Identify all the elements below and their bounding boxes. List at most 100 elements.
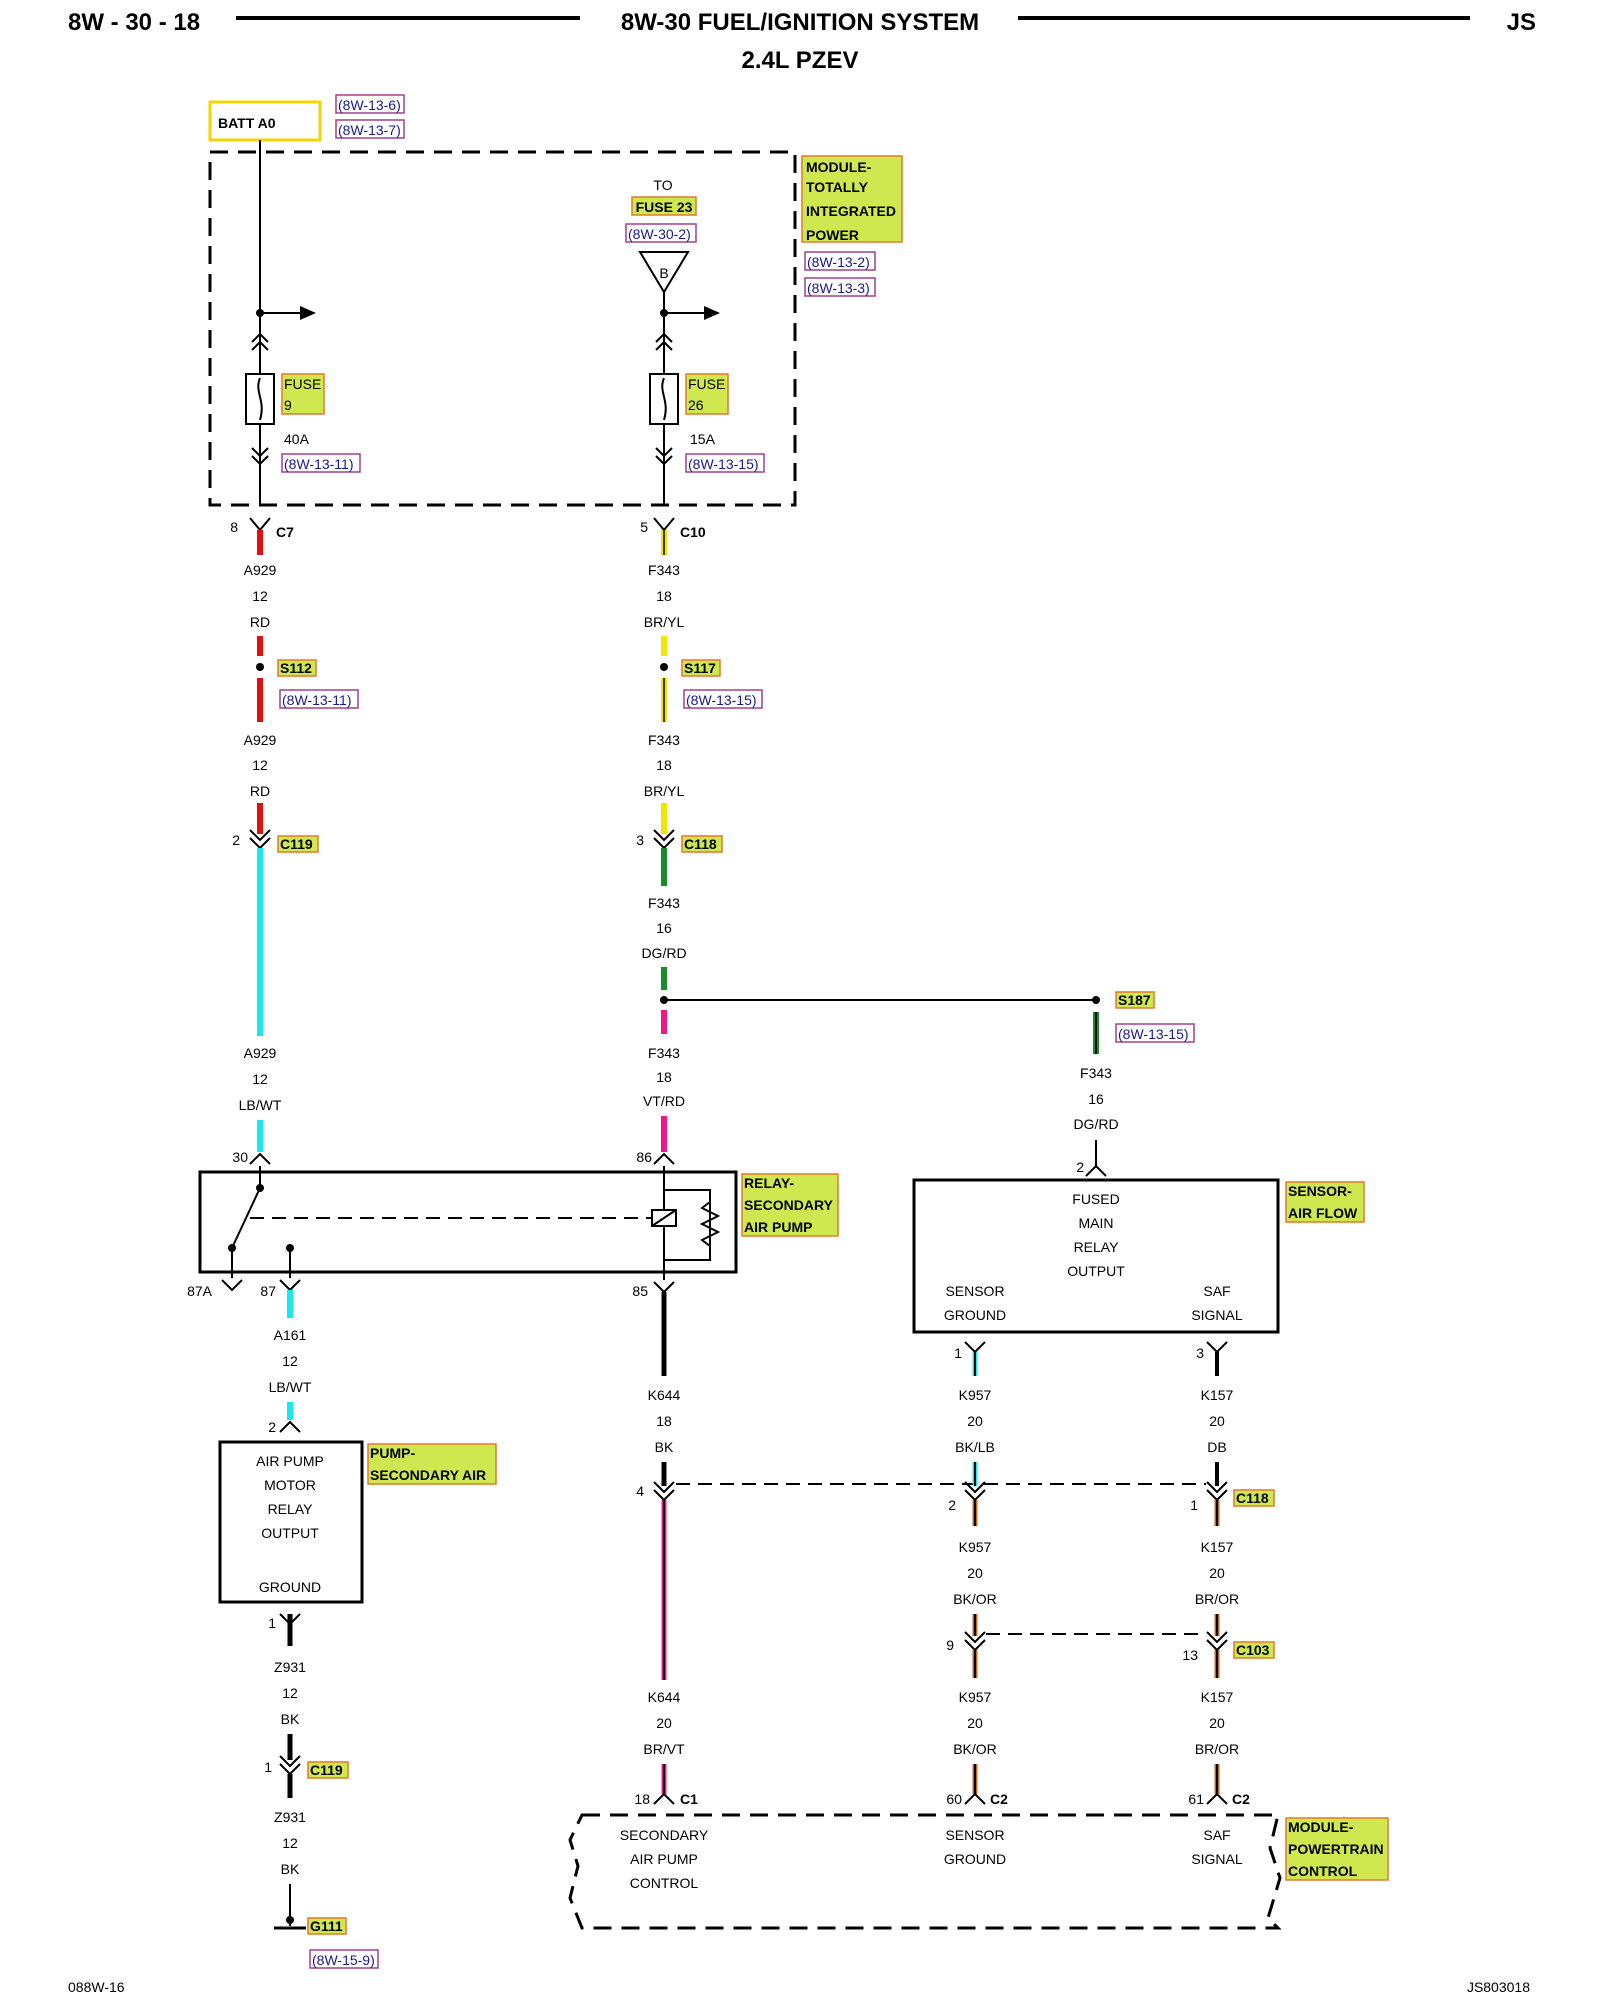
wire-gauge: 12 [282, 1353, 298, 1369]
tipm-fuse-26-circuit: FUSE 26 15A (8W-13-15) [649, 292, 765, 505]
maf-center-line: RELAY [1074, 1239, 1120, 1255]
s112-ref[interactable]: (8W-13-11) [282, 692, 352, 708]
connector-up-icon [249, 1152, 271, 1165]
fuse-26-amp: 15A [690, 431, 716, 447]
pump-box [218, 1440, 364, 1604]
wire-color: BK [655, 1439, 674, 1455]
wire-color: LB/WT [239, 1097, 282, 1113]
g111-ref[interactable]: (8W-15-9) [312, 1952, 375, 1968]
connector-b-label: B [659, 265, 668, 281]
to-ref[interactable]: (8W-30-2) [628, 226, 691, 242]
k957-pcm-pin: 60 [946, 1791, 962, 1807]
footer-right: JS803018 [1467, 1979, 1530, 1995]
wire-color: BK/OR [953, 1591, 997, 1607]
tipm-ref1-box [804, 251, 876, 271]
k157-c118-pin: 1 [1190, 1497, 1198, 1513]
wire-code: F343 [648, 895, 680, 911]
wire-gauge: 20 [1209, 1565, 1225, 1581]
pcm-mid-line: SENSOR [945, 1827, 1004, 1843]
wire-code: K157 [1201, 1689, 1234, 1705]
pump-center-line: AIR PUMP [256, 1453, 324, 1469]
batt-ref1[interactable]: (8W-13-6) [338, 97, 401, 113]
wire-color: VT/RD [643, 1093, 685, 1109]
fuse-9-label-box [281, 373, 325, 415]
wire-color: RD [250, 783, 270, 799]
batt-label-box [208, 100, 322, 142]
wire-color: BK/LB [955, 1439, 995, 1455]
wire-code: Z931 [274, 1809, 306, 1825]
fuse-26-ref[interactable]: (8W-13-15) [688, 456, 759, 472]
maf-center-line: OUTPUT [1067, 1263, 1125, 1279]
z931-c119-pin: 1 [264, 1759, 272, 1775]
chevron-down-icon [1206, 1631, 1228, 1644]
c10-label: C10 [680, 524, 706, 540]
pump-label-line: SECONDARY AIR [370, 1467, 486, 1483]
relay-pin-85: 85 [632, 1283, 648, 1299]
pcm-left-line: AIR PUMP [630, 1851, 698, 1867]
relay-pin-30: 30 [232, 1149, 248, 1165]
wire-color: BR/OR [1195, 1741, 1239, 1757]
batt-ref2[interactable]: (8W-13-7) [338, 122, 401, 138]
c7-pin: 8 [230, 519, 238, 535]
s187-ref[interactable]: (8W-13-15) [1118, 1026, 1189, 1042]
k157-c118-box [1233, 1489, 1275, 1507]
fuse-26-number: 26 [688, 397, 704, 413]
tipm-ref2[interactable]: (8W-13-3) [807, 280, 870, 296]
g111-ref-box [309, 1949, 379, 1969]
wire-gauge: 12 [252, 1071, 268, 1087]
wire-gauge: 20 [1209, 1413, 1225, 1429]
pump-label-box [367, 1443, 497, 1485]
maf-label-line: AIR FLOW [1288, 1205, 1358, 1221]
s117-ref[interactable]: (8W-13-15) [686, 692, 757, 708]
pump-pin-2: 2 [268, 1419, 276, 1435]
tipm-label: MODULE- TOTALLY INTEGRATED POWER (8W-13-… [801, 155, 903, 297]
circuit-a161: A161 12 LB/WT 2 [268, 1290, 312, 1435]
relay-coil-slash [651, 1209, 677, 1227]
chevron-down-icon [653, 1481, 675, 1494]
ground-dot [286, 1916, 294, 1924]
tipm-fuse-9-circuit: FUSE 9 40A (8W-13-11) [245, 140, 361, 505]
k957-pcm-conn: C2 [990, 1791, 1008, 1807]
fuse-9-ref[interactable]: (8W-13-11) [284, 456, 354, 472]
k644-pcm-pin: 18 [634, 1791, 650, 1807]
tipm-label-line: INTEGRATED [806, 203, 896, 219]
s117-label: S117 [684, 660, 716, 676]
g111-label: G111 [310, 1918, 343, 1934]
pcm-label-box [1285, 1817, 1389, 1881]
tipm-ref1[interactable]: (8W-13-2) [807, 254, 870, 270]
maf-center-line: FUSED [1072, 1191, 1119, 1207]
wire-code: A929 [244, 562, 277, 578]
pump-center-line: MOTOR [264, 1477, 316, 1493]
wire-color: RD [250, 614, 270, 630]
batt-label: BATT A0 [218, 115, 276, 131]
connector-87-icon [279, 1279, 301, 1292]
wire-gauge: 20 [656, 1715, 672, 1731]
k157-c103-pin: 13 [1182, 1647, 1198, 1663]
pcm-right-line: SIGNAL [1191, 1851, 1243, 1867]
chevron-up-icon [251, 340, 269, 351]
wire-code: A929 [244, 1045, 277, 1061]
wire-gauge: 16 [1088, 1091, 1104, 1107]
pump-ground-label: GROUND [259, 1579, 321, 1595]
connector-c10-icon [653, 517, 675, 532]
splice-dot [256, 663, 264, 671]
c119-label: C119 [280, 836, 313, 852]
relay-pin-87: 87 [260, 1283, 276, 1299]
tipm-label-line: POWER [806, 227, 859, 243]
connector-down-icon [1206, 1341, 1228, 1354]
c119-box [277, 835, 319, 853]
wire-color: BR/OR [1195, 1591, 1239, 1607]
connector-up-icon [653, 1792, 675, 1805]
circuit-k157: K157 20 DB 1 C118 K157 20 BR/OR 13 C103 … [1182, 1352, 1275, 1807]
wire-code: K957 [959, 1539, 992, 1555]
wire-gauge: 18 [656, 757, 672, 773]
k157-pcm-pin: 61 [1188, 1791, 1204, 1807]
circuit-f343: 5 C10 F343 18 BR/YL S117 (8W-13-15) F343… [636, 517, 1096, 1165]
wire-gauge: 20 [967, 1715, 983, 1731]
wire-gauge: 12 [282, 1835, 298, 1851]
powertrain-control-module: SECONDARY AIR PUMP CONTROL SENSOR GROUND… [568, 1813, 1389, 1930]
s187-label: S187 [1118, 992, 1151, 1008]
k957-c103-pin: 9 [946, 1637, 954, 1653]
wire-gauge: 16 [656, 920, 672, 936]
c10-pin: 5 [640, 519, 648, 535]
